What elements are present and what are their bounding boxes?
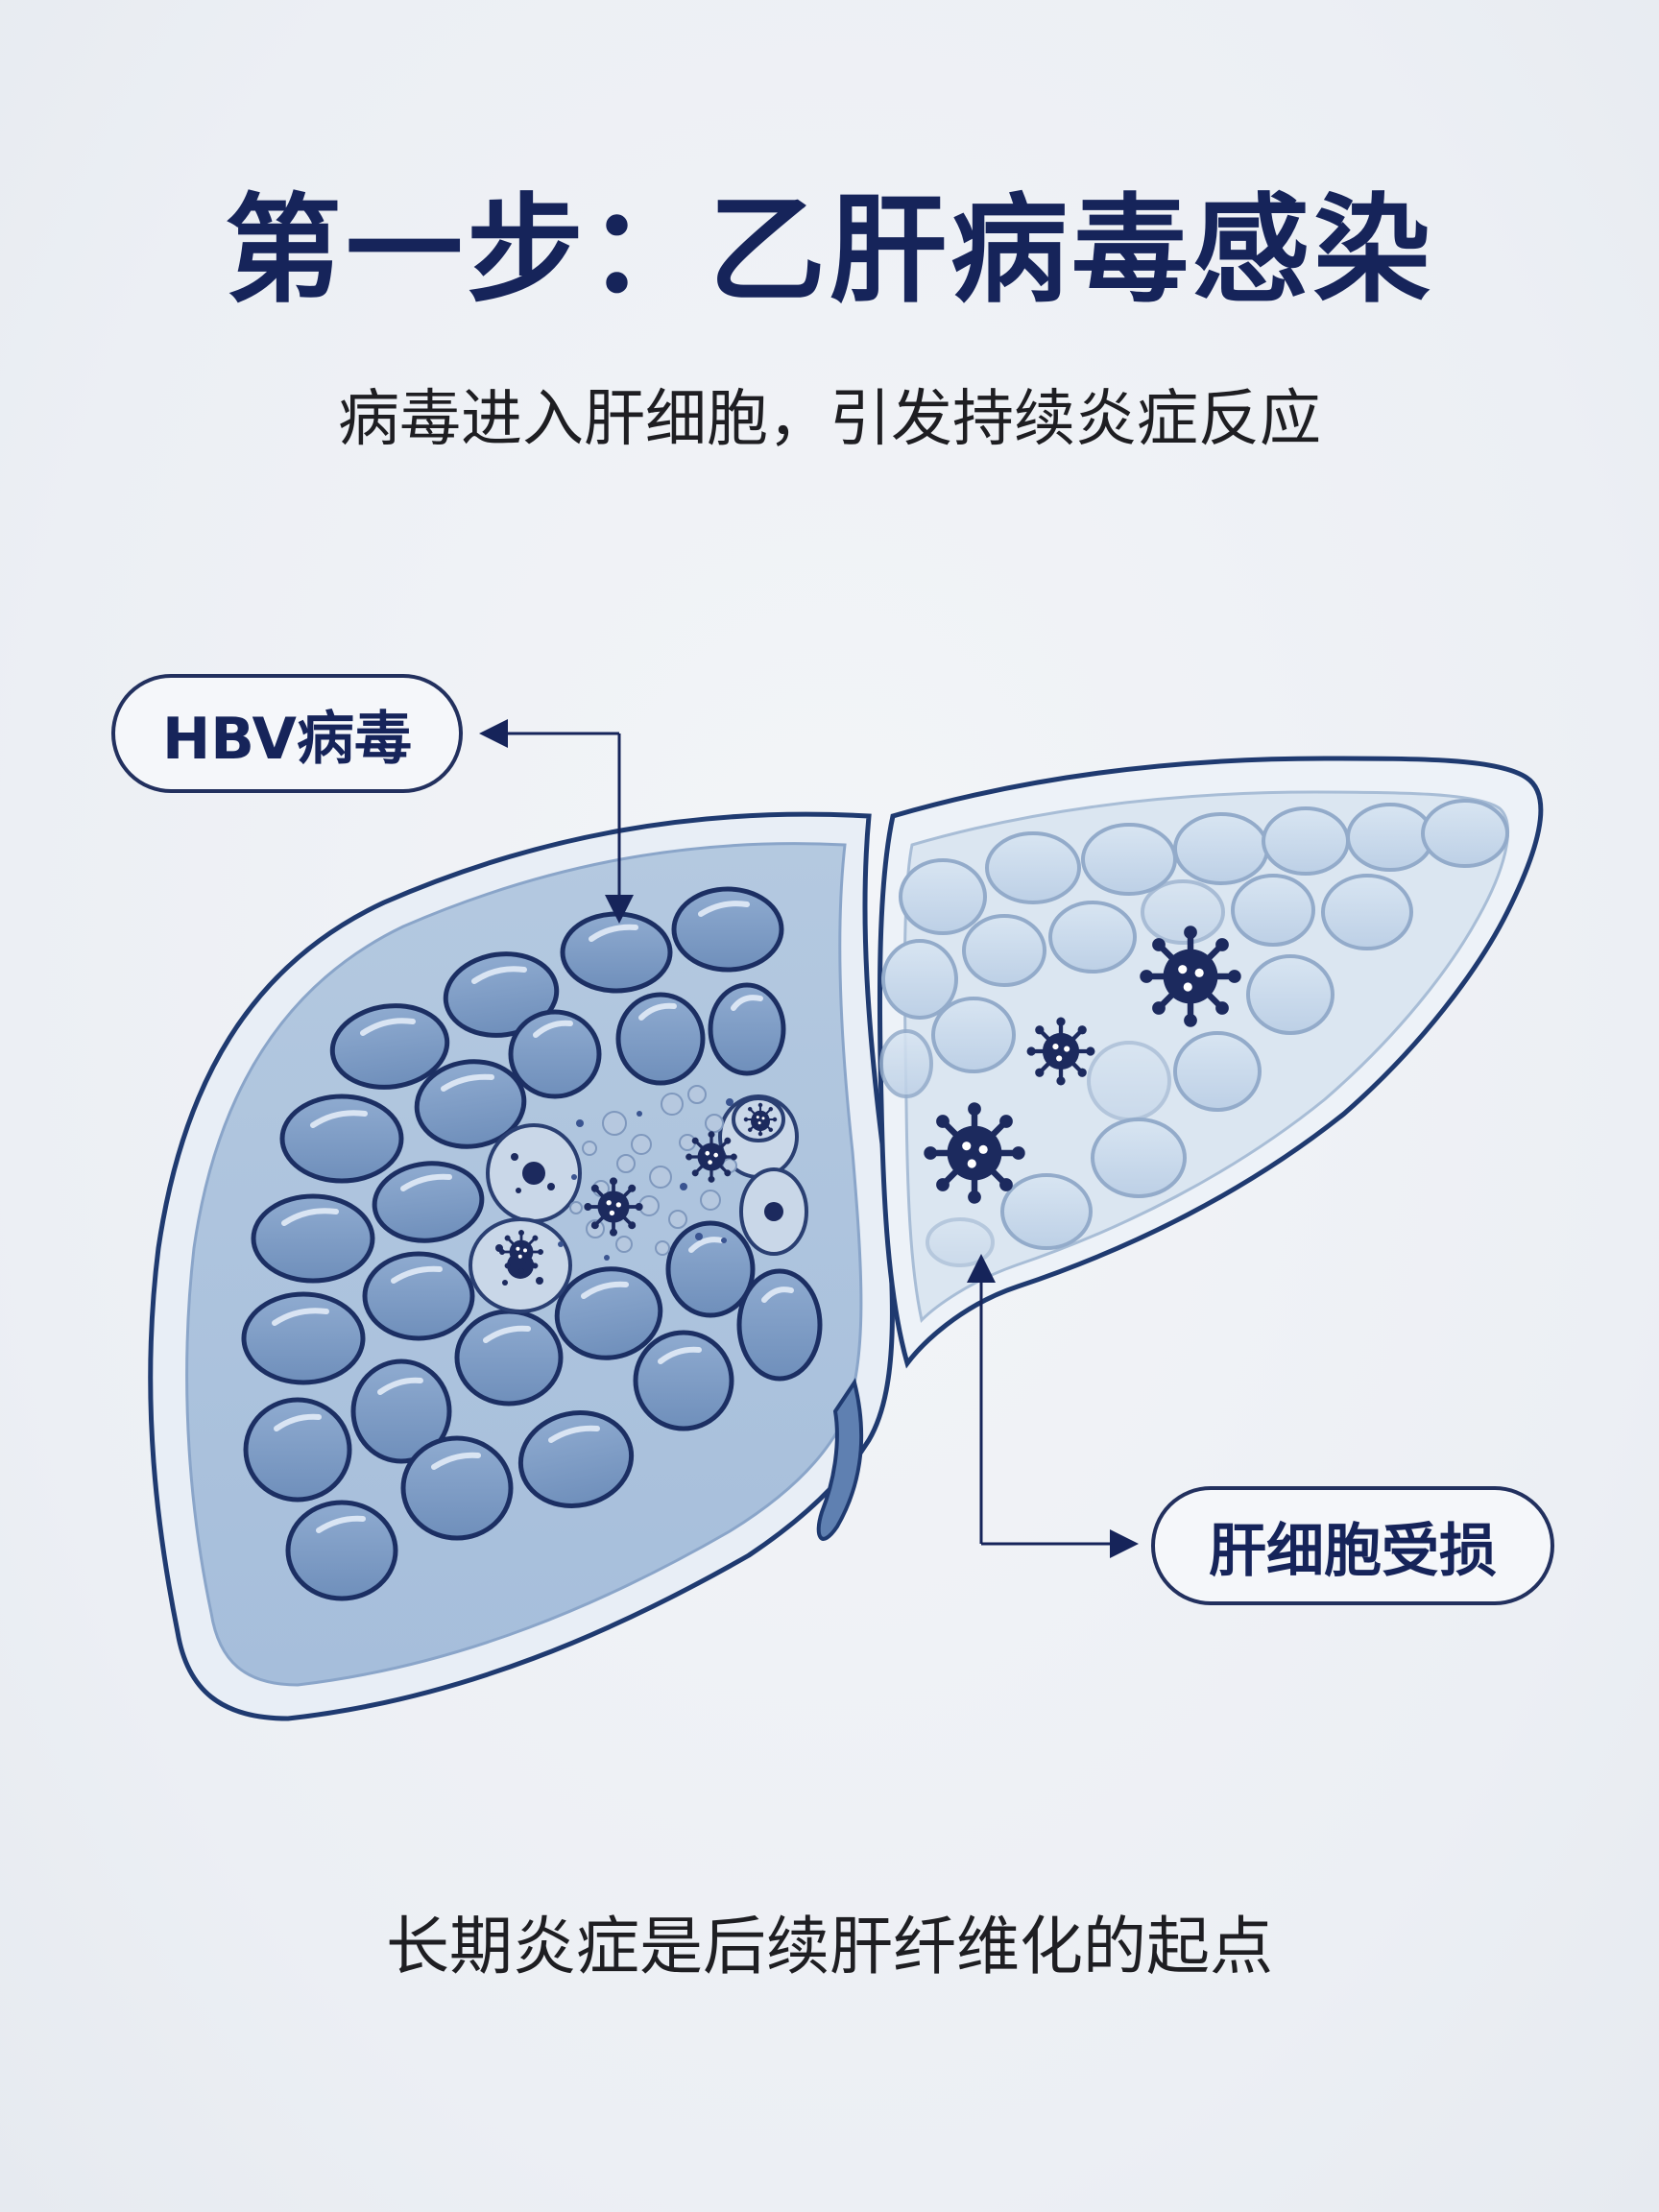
hepatocyte-cell-group-healthy — [241, 886, 823, 1601]
virus-icon — [743, 1102, 778, 1137]
footer-caption: 长期炎症是后续肝纤维化的起点 — [386, 1910, 1273, 1984]
damaged-hepatocyte-label: 肝细胞受损 — [1151, 1486, 1554, 1605]
hepatocyte-cell-group-damaged — [879, 799, 1509, 1267]
page-title: 第一步：乙肝病毒感染 — [225, 182, 1434, 319]
arrow-icon — [967, 1254, 1139, 1558]
virus-icon — [498, 1229, 544, 1275]
virus-icon — [1027, 1018, 1094, 1085]
virus-icon — [685, 1130, 738, 1184]
virus-particles — [569, 1085, 737, 1256]
virus-icon — [925, 1103, 1025, 1204]
page-subtitle: 病毒进入肝细胞，引发持续炎症反应 — [338, 384, 1321, 455]
virus-icon — [1141, 926, 1241, 1027]
virus-icon — [583, 1176, 644, 1238]
arrow-icon — [479, 719, 634, 924]
hbv-virus-label: HBV病毒 — [111, 674, 463, 793]
